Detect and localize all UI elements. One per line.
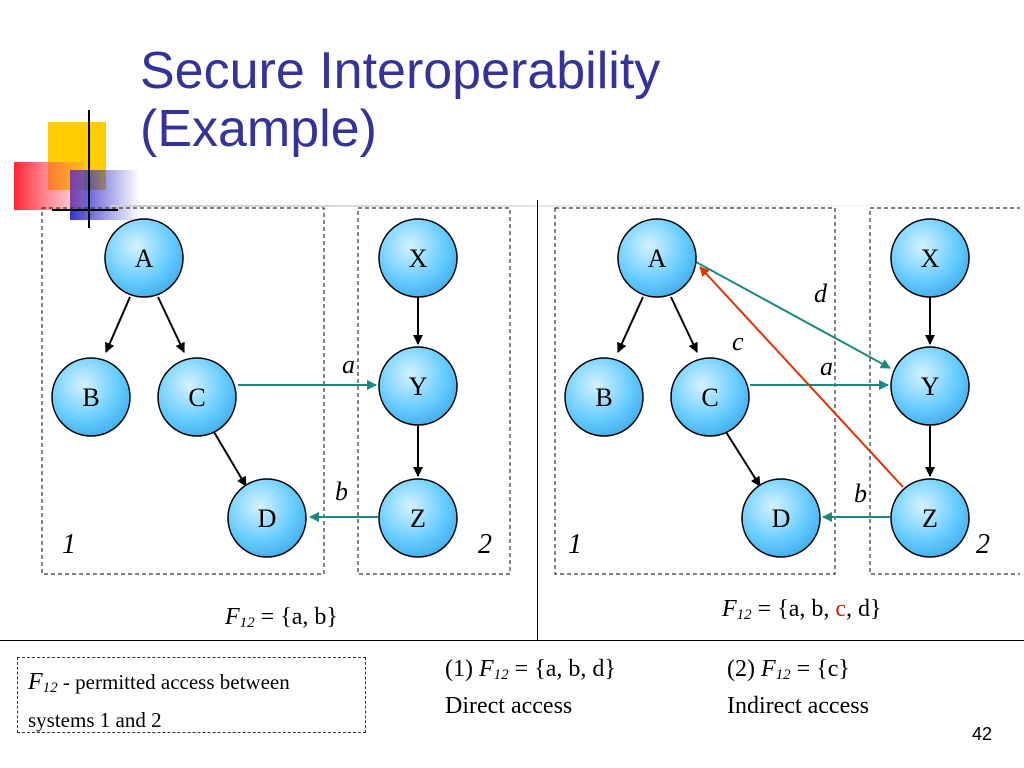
node-x: X [378, 218, 458, 298]
node-a: A [104, 218, 184, 298]
node-y-label: Y [921, 372, 940, 401]
node-x-label: X [409, 244, 428, 273]
node-b: B [51, 357, 131, 437]
direct-access-formula: (1) F12 = {a, b, d} [445, 654, 616, 691]
node-x: X [890, 218, 970, 298]
edge-label-a: a [820, 352, 833, 381]
horizontal-divider [0, 640, 1024, 641]
node-a-label: A [135, 244, 154, 273]
node-a: A [617, 218, 697, 298]
node-c-label: C [701, 383, 718, 412]
direct-access-block: (1) F12 = {a, b, d} Direct access [445, 654, 616, 722]
edge-a-to-c [670, 296, 698, 353]
system-label-2: 2 [976, 529, 990, 560]
indirect-f: F [760, 656, 776, 682]
edge-d-inter [695, 261, 891, 369]
title-line-1: Secure Interoperability [140, 42, 661, 100]
indirect-access-label: Indirect access [727, 693, 869, 719]
node-z-label: Z [410, 504, 426, 533]
indirect-num: (2) [727, 656, 761, 682]
title-line-2: (Example) [140, 100, 377, 158]
node-z-label: Z [922, 504, 938, 533]
direct-num: (1) [445, 656, 479, 682]
indirect-access-block: (2) F12 = {c} Indirect access [727, 654, 869, 722]
node-b-label: B [595, 383, 612, 412]
node-a-label: A [648, 244, 667, 273]
edge-label-b: b [854, 479, 867, 508]
caption-right-post: , d} [846, 596, 882, 622]
legend-sub: 12 [42, 680, 58, 696]
caption-right-f: F [722, 596, 737, 622]
system-label-1: 1 [62, 529, 76, 560]
caption-left-set: = {a, b} [254, 604, 338, 630]
node-b: B [564, 357, 644, 437]
system-label-2: 2 [478, 529, 492, 560]
system-1-box [554, 207, 836, 575]
caption-left: F12 = {a, b} [225, 602, 338, 639]
node-d-label: D [258, 504, 277, 533]
node-d: D [741, 478, 821, 558]
node-c: C [670, 357, 750, 437]
caption-left-sub: 12 [239, 615, 255, 631]
edge-a-to-b [105, 296, 131, 353]
direct-access-label: Direct access [445, 693, 573, 719]
diagram-right: A B C D X Y Z d c a b 1 2 [554, 207, 1020, 575]
edge-label-c: c [732, 327, 744, 356]
edge-label-d: d [814, 279, 828, 308]
direct-sub: 12 [493, 667, 509, 683]
indirect-sub: 12 [775, 667, 791, 683]
node-c-label: C [188, 383, 205, 412]
edge-c-indirect [699, 266, 904, 488]
system-1-box [41, 207, 325, 575]
node-d-label: D [772, 504, 791, 533]
node-y: Y [378, 346, 458, 426]
direct-f: F [478, 656, 494, 682]
indirect-set: = {c} [790, 656, 850, 682]
legend-text: - permitted access between systems 1 and… [28, 670, 290, 732]
legend-box: F12 - permitted access between systems 1… [17, 657, 366, 733]
decorative-logo [14, 110, 140, 228]
caption-right-pre: = {a, b, [751, 596, 836, 622]
node-z: Z [378, 478, 458, 558]
caption-right-sub: 12 [736, 607, 752, 623]
edge-a-to-b [617, 296, 644, 353]
edge-label-a: a [342, 350, 355, 379]
node-y-label: Y [409, 372, 428, 401]
indirect-access-formula: (2) F12 = {c} [727, 654, 869, 691]
page-number: 42 [971, 724, 992, 744]
edge-label-b: b [335, 477, 348, 506]
legend-f: F [28, 669, 43, 695]
node-x-label: X [921, 244, 940, 273]
edge-c-to-d [213, 431, 247, 487]
caption-left-f: F [225, 604, 240, 630]
diagram-left: A B C D X Y Z a b 1 2 [41, 207, 511, 575]
edge-c-to-d [725, 431, 761, 487]
caption-right: F12 = {a, b, c, d} [722, 594, 882, 631]
node-z: Z [890, 478, 970, 558]
node-c: C [157, 357, 237, 437]
vertical-divider [537, 200, 538, 640]
node-y: Y [890, 346, 970, 426]
edge-a-to-c [157, 296, 185, 353]
direct-set: = {a, b, d} [508, 656, 616, 682]
node-d: D [227, 478, 307, 558]
system-label-1: 1 [568, 529, 582, 560]
caption-right-c: c [835, 596, 847, 622]
title-rule [110, 205, 1024, 207]
node-b-label: B [82, 383, 99, 412]
slide-title: Secure Interoperability (Example) [140, 42, 1000, 158]
